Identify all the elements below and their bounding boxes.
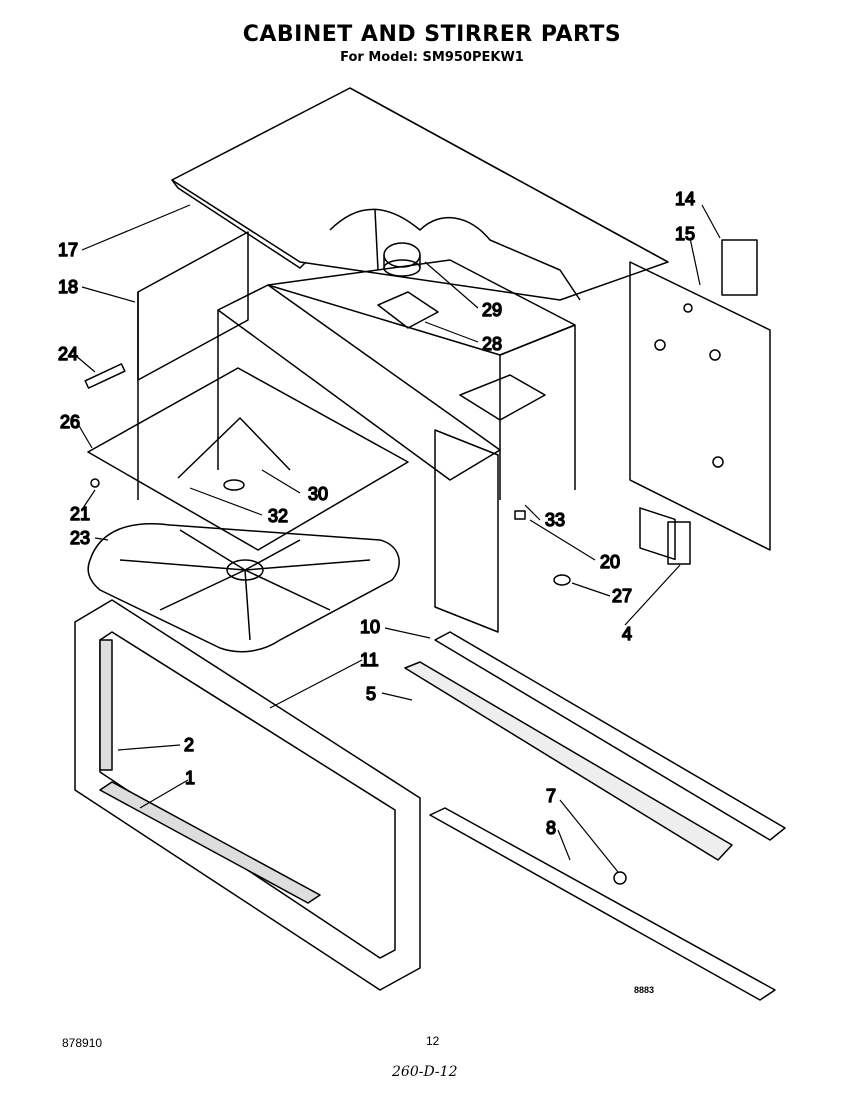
callout-28: 28	[482, 334, 502, 354]
callout-14: 14	[675, 189, 695, 209]
callout-18: 15	[675, 224, 695, 244]
handwritten-reference: 260-D-12	[392, 1064, 458, 1080]
stirrer-motor	[383, 242, 421, 277]
callout-10: 10	[360, 617, 380, 637]
callout-8: 8	[546, 818, 556, 838]
gasket-strip-horizontal	[99, 781, 321, 904]
stirrer-mount-plate	[377, 291, 439, 329]
callout-27: 27	[612, 586, 632, 606]
stirrer-tray	[87, 367, 409, 551]
callout-1: 1	[185, 768, 195, 788]
front-frame	[74, 599, 421, 991]
callout-30: 30	[308, 484, 328, 504]
document-number: 878910	[62, 1036, 103, 1050]
clip-20	[514, 510, 526, 520]
right-side-panel	[629, 261, 771, 561]
callout-24: 24	[58, 344, 78, 364]
diagram-title: CABINET AND STIRRER PARTS	[242, 22, 622, 47]
diagram-subtitle: For Model: SM950PEKW1	[340, 50, 524, 65]
callout-7: 7	[546, 786, 556, 806]
callout-33: 33	[545, 510, 565, 530]
art-code: 8883	[634, 985, 655, 995]
callout-17: 18	[58, 277, 78, 297]
stirrer-pan	[87, 523, 400, 653]
trim-strip-upper	[434, 631, 786, 841]
fitting-27	[553, 574, 571, 586]
callout-29: 29	[482, 300, 502, 320]
callout-26: 26	[60, 412, 80, 432]
callout-4: 4	[622, 624, 632, 644]
small-cover-plate	[721, 239, 758, 296]
switch-4	[667, 521, 691, 565]
callout-5: 5	[366, 684, 376, 704]
cabinet-back-wall	[329, 208, 581, 301]
callout-20: 20	[600, 552, 620, 572]
trim-strip-lower	[429, 807, 776, 1001]
page-number: 12	[426, 1034, 440, 1048]
leader-lines	[74, 204, 721, 873]
callout-32: 32	[268, 506, 288, 526]
top-cover-panel	[171, 87, 669, 301]
callout-11: 11	[360, 650, 379, 670]
oven-cavity	[217, 259, 576, 633]
lamp-7	[613, 871, 627, 885]
screw-21	[90, 478, 100, 488]
control-panel	[404, 661, 733, 861]
bracket-24	[84, 363, 126, 389]
callout-23: 23	[70, 528, 90, 548]
callout-21: 21	[70, 504, 90, 524]
callout-15: 17	[58, 240, 78, 260]
left-side-panel	[137, 231, 249, 500]
gasket-strip-vertical	[99, 639, 113, 771]
callout-2: 2	[184, 735, 194, 755]
